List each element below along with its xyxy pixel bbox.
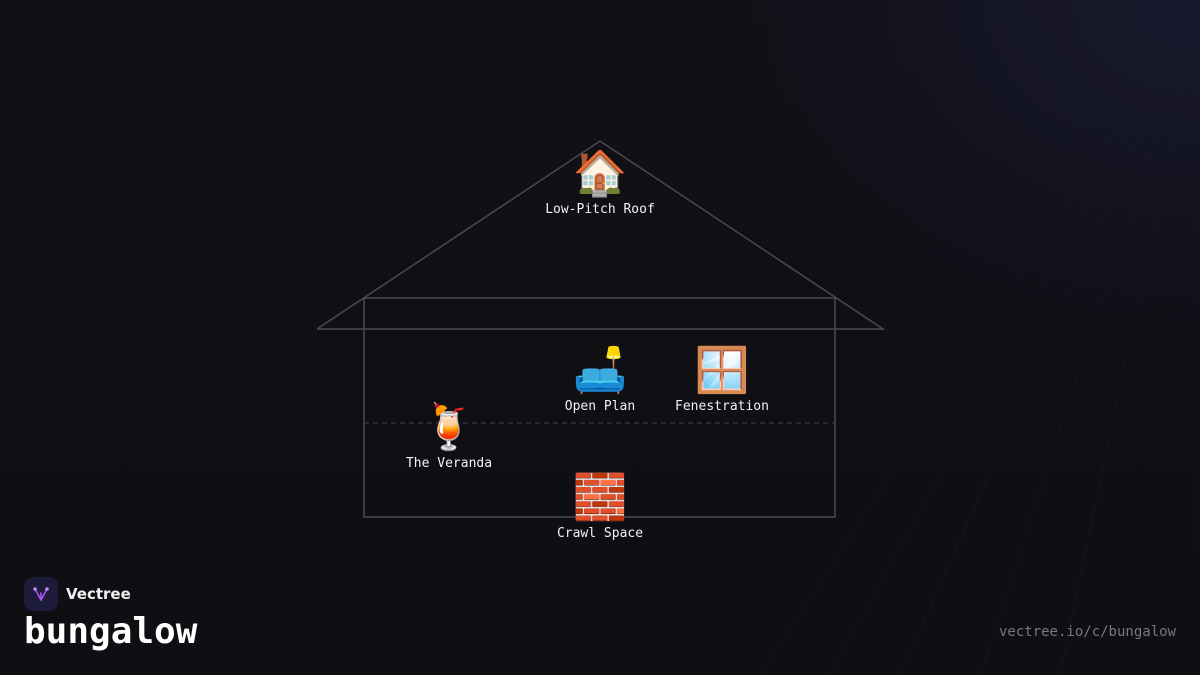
window-icon: 🪟 [694, 345, 750, 396]
node-fenestration: 🪟 Fenestration [642, 345, 802, 414]
house-icon: 🏠 [572, 148, 628, 199]
node-label: Fenestration [675, 399, 769, 414]
source-url[interactable]: vectree.io/c/bungalow [998, 624, 1176, 640]
node-open-plan: 🛋️ Open Plan [520, 345, 680, 414]
brand: Vectree [24, 577, 131, 611]
page-title: bungalow [24, 611, 198, 652]
house-body-outline [363, 297, 836, 518]
node-low-pitch-roof: 🏠 Low-Pitch Roof [520, 148, 680, 217]
node-crawl-space: 🧱 Crawl Space [520, 472, 680, 541]
bricks-icon: 🧱 [572, 472, 628, 523]
node-label: The Veranda [405, 456, 493, 471]
node-label: Low-Pitch Roof [545, 202, 655, 217]
roof-outline [316, 140, 886, 330]
node-the-veranda: 🍹 The Veranda [369, 402, 529, 471]
node-label: Open Plan [564, 399, 636, 414]
vectree-fork-icon [24, 577, 58, 611]
tropical-drink-icon: 🍹 [421, 402, 477, 453]
couch-and-lamp-icon: 🛋️ [572, 345, 628, 396]
brand-name: Vectree [66, 585, 131, 603]
node-label: Crawl Space [556, 526, 644, 541]
